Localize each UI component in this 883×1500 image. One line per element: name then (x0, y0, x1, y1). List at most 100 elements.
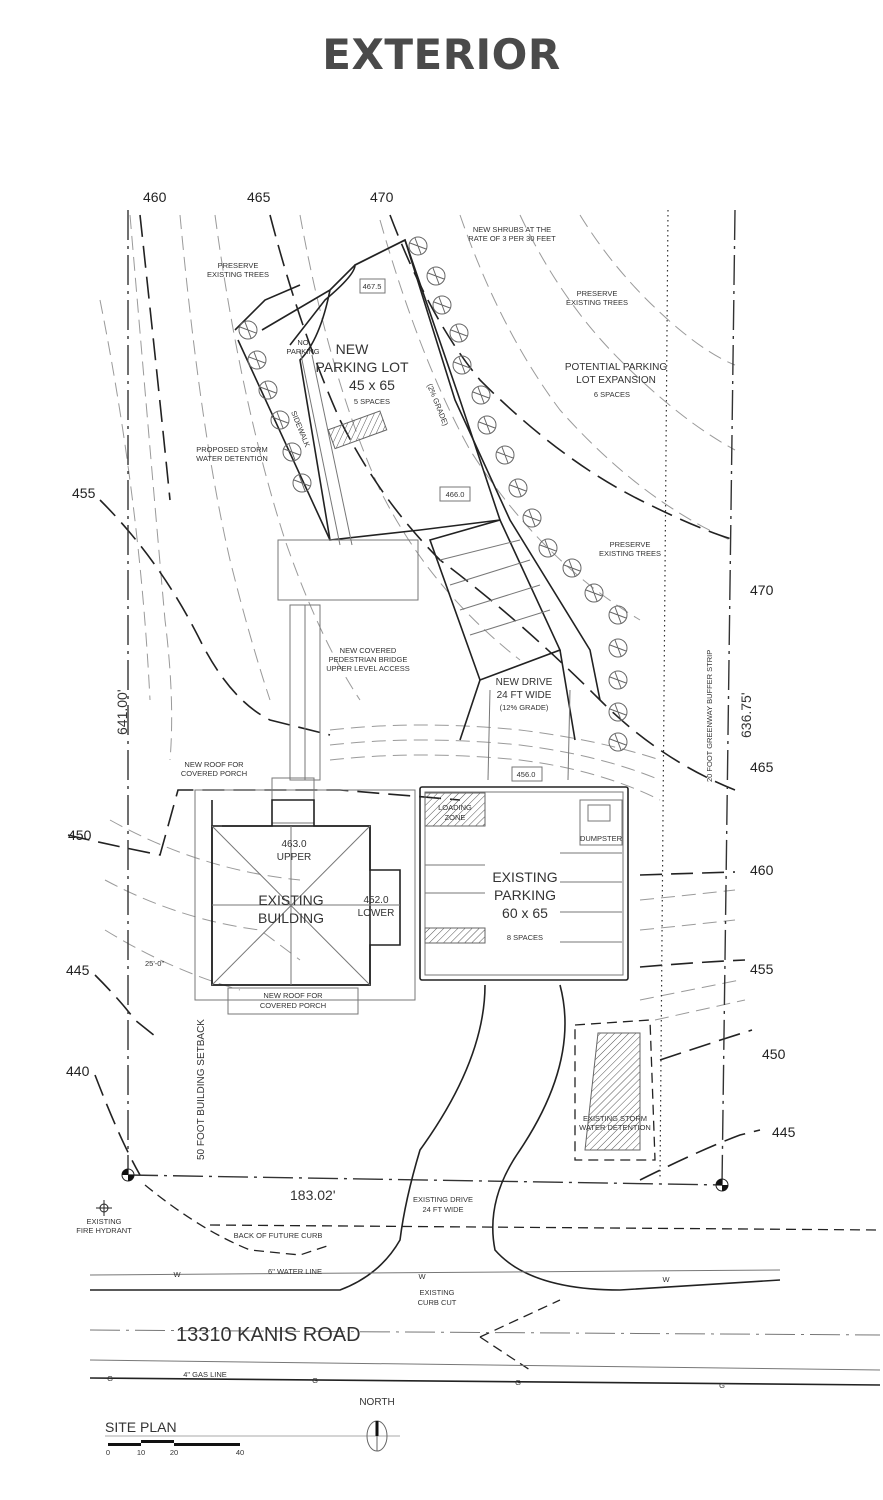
svg-text:G: G (719, 1381, 725, 1390)
tree-icon (477, 415, 497, 435)
svg-text:BACK OF FUTURE CURB: BACK OF FUTURE CURB (234, 1231, 323, 1240)
svg-text:W: W (418, 1272, 426, 1281)
building-title-2: BUILDING (258, 910, 324, 926)
svg-text:ZONE: ZONE (445, 813, 466, 822)
elevation-467: 467.5 (363, 282, 382, 291)
svg-text:LOWER: LOWER (358, 908, 395, 919)
existing-parking-labels: EXISTING PARKING 60 x 65 8 SPACES LOADIN… (438, 803, 623, 942)
contour-label-455: 455 (72, 485, 96, 501)
existing-storm-detention (574, 1019, 656, 1161)
svg-text:PRESERVE: PRESERVE (218, 261, 259, 270)
no-parking-2: PARKING (286, 347, 319, 356)
svg-text:456.0: 456.0 (517, 770, 536, 779)
tree-icon (562, 558, 582, 578)
tree-icon (238, 320, 258, 340)
svg-text:W: W (662, 1275, 670, 1284)
side-setback-dimension: 25'-0" (145, 959, 164, 968)
svg-text:40: 40 (236, 1448, 244, 1457)
existing-drive-road (89, 984, 881, 1386)
major-contours (67, 214, 761, 1181)
tree-icon (584, 583, 604, 603)
svg-text:POTENTIAL PARKING: POTENTIAL PARKING (565, 362, 667, 373)
elevation-box-466 (439, 486, 471, 502)
svg-text:EXISTING: EXISTING (419, 1288, 454, 1297)
pedestrian-bridge (271, 539, 419, 824)
svg-text:WATER DETENTION: WATER DETENTION (579, 1123, 651, 1132)
svg-text:463.0: 463.0 (281, 839, 306, 850)
contour-label-470-right: 470 (750, 582, 774, 598)
svg-text:6 SPACES: 6 SPACES (594, 390, 630, 399)
existing-parking-title-1: EXISTING (492, 869, 557, 885)
svg-text:20 FOOT GREENWAY BUFFER STRIP: 20 FOOT GREENWAY BUFFER STRIP (705, 650, 714, 782)
building-title-1: EXISTING (258, 892, 323, 908)
tree-icon (282, 442, 302, 462)
new-drive (428, 519, 576, 782)
dimension-labels: 641.00' 636.75' 183.02' 25'-0" 50 FOOT B… (114, 690, 754, 1204)
tree-icon (538, 538, 558, 558)
existing-parking-spaces: 8 SPACES (507, 933, 543, 942)
existing-parking (419, 786, 629, 981)
contour-label-460-right: 460 (750, 862, 774, 878)
elevation-box-456 (511, 766, 543, 782)
tree-icon (432, 295, 452, 315)
svg-text:UPPER LEVEL ACCESS: UPPER LEVEL ACCESS (326, 664, 410, 673)
north-label: NORTH (359, 1397, 394, 1408)
road-and-footer: 13310 KANIS ROAD NORTH SITE PLAN 0 10 20… (105, 1324, 400, 1457)
tree-icon (449, 323, 469, 343)
front-setback-label: 50 FOOT BUILDING SETBACK (196, 1019, 207, 1160)
new-parking-title-1: NEW (336, 341, 369, 357)
svg-text:UPPER: UPPER (277, 852, 311, 863)
elevation-466: 466.0 (446, 490, 465, 499)
left-property-dimension: 641.00' (114, 690, 130, 736)
tree-icon (608, 605, 628, 625)
svg-text:G: G (107, 1374, 113, 1383)
new-parking-title-2: PARKING LOT (315, 359, 409, 375)
svg-text:NEW DRIVE: NEW DRIVE (496, 677, 553, 688)
svg-text:COVERED PORCH: COVERED PORCH (181, 769, 247, 778)
svg-text:EXISTING TREES: EXISTING TREES (207, 270, 269, 279)
tree-icon (247, 350, 267, 370)
minor-contours (99, 214, 746, 1021)
tree-icon (270, 410, 290, 430)
svg-text:PROPOSED STORM: PROPOSED STORM (196, 445, 268, 454)
contour-label-465-right: 465 (750, 759, 774, 775)
page-title: EXTERIOR (322, 30, 561, 79)
site-plan-label: SITE PLAN (105, 1419, 177, 1435)
contour-labels: 460 465 470 455 450 445 440 470 465 460 … (66, 189, 796, 1140)
svg-text:EXISTING DRIVE: EXISTING DRIVE (413, 1195, 473, 1204)
svg-text:24 FT WIDE: 24 FT WIDE (422, 1205, 463, 1214)
scale-bar: 0 10 20 40 (106, 1440, 244, 1457)
annotation-labels: PRESERVE EXISTING TREES NEW SHRUBS AT TH… (76, 225, 725, 1390)
contour-label-445-right: 445 (772, 1124, 796, 1140)
new-parking-spaces: 5 SPACES (354, 397, 390, 406)
svg-text:EXISTING TREES: EXISTING TREES (599, 549, 661, 558)
svg-text:EXISTING STORM: EXISTING STORM (583, 1114, 647, 1123)
svg-text:(12% GRADE): (12% GRADE) (500, 703, 549, 712)
svg-text:0: 0 (106, 1448, 110, 1457)
bottom-property-dimension: 183.02' (290, 1187, 336, 1203)
tree-icon (508, 478, 528, 498)
svg-text:PEDESTRIAN BRIDGE: PEDESTRIAN BRIDGE (329, 655, 408, 664)
contour-label-470: 470 (370, 189, 394, 205)
contour-label-465: 465 (247, 189, 271, 205)
svg-text:WATER DETENTION: WATER DETENTION (196, 454, 268, 463)
svg-text:LOT EXPANSION: LOT EXPANSION (576, 375, 656, 386)
svg-text:DUMPSTER: DUMPSTER (580, 834, 623, 843)
svg-text:6" WATER LINE: 6" WATER LINE (268, 1267, 322, 1276)
contour-label-450: 450 (68, 827, 92, 843)
tree-icon (408, 236, 428, 256)
trees (238, 236, 628, 752)
svg-text:W: W (173, 1270, 181, 1279)
new-parking-size: 45 x 65 (349, 377, 395, 393)
svg-text:G: G (515, 1378, 521, 1387)
svg-text:NEW SHRUBS AT THE: NEW SHRUBS AT THE (473, 225, 551, 234)
svg-text:LOADING: LOADING (438, 803, 472, 812)
svg-text:G: G (312, 1376, 318, 1385)
road-name: 13310 KANIS ROAD (176, 1324, 361, 1346)
svg-text:FIRE HYDRANT: FIRE HYDRANT (76, 1226, 132, 1235)
svg-text:CURB CUT: CURB CUT (418, 1298, 457, 1307)
tree-icon (608, 732, 628, 752)
contour-label-440: 440 (66, 1063, 90, 1079)
existing-building (194, 789, 416, 1015)
tree-icon (292, 473, 312, 493)
